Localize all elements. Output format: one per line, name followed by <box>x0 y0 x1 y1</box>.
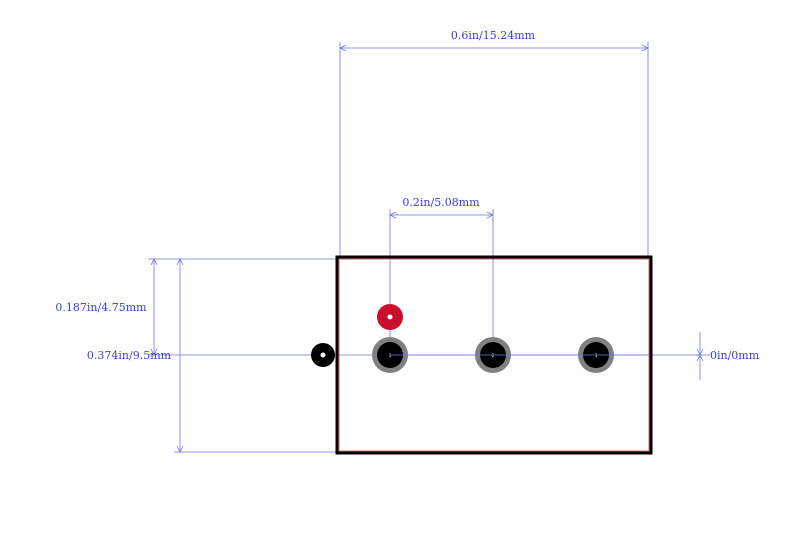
half-height-dimension: 0.187in/4.75mm <box>55 258 158 356</box>
orientation-marker <box>311 343 335 367</box>
pin1-marker <box>377 304 403 330</box>
pad-1-number: 1 <box>389 353 392 358</box>
body-height-label: 0.374in/9.5mm <box>87 349 172 362</box>
component-outline <box>335 255 653 455</box>
offset-label: 0in/0mm <box>710 349 760 362</box>
pitch-dimension: 0.2in/5.08mm <box>389 196 494 355</box>
overall-width-label: 0.6in/15.24mm <box>451 29 536 42</box>
pad-2-number: 2 <box>492 353 495 358</box>
body-height-dimension: 0.374in/9.5mm <box>87 258 184 453</box>
offset-dimension: 0in/0mm <box>696 332 760 380</box>
overall-width-dimension: 0.6in/15.24mm <box>339 29 649 258</box>
half-height-label: 0.187in/4.75mm <box>55 301 147 314</box>
pitch-label: 0.2in/5.08mm <box>402 196 480 209</box>
pad-3-number: 3 <box>595 353 598 358</box>
